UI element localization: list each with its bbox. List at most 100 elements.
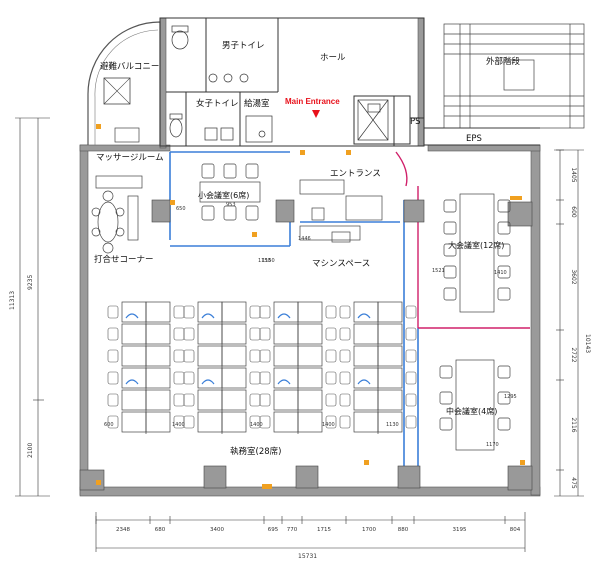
desk xyxy=(297,389,323,411)
hatch-icon xyxy=(103,77,131,105)
chair xyxy=(173,327,185,341)
dimension-lines xyxy=(15,117,584,552)
chair xyxy=(339,327,351,341)
desk xyxy=(353,389,379,411)
chair xyxy=(405,327,417,341)
chair xyxy=(173,393,185,407)
dim-left-outer: 11313 xyxy=(9,291,16,310)
chair xyxy=(339,305,351,319)
elevator-icon xyxy=(357,99,389,141)
chair xyxy=(259,415,271,429)
dim-bottom-label: 3400 xyxy=(210,527,224,533)
monitor-icon xyxy=(277,313,291,319)
chair xyxy=(173,305,185,319)
stairs-icon xyxy=(443,23,585,129)
columns xyxy=(79,199,533,491)
dim-right-outer: 10143 xyxy=(584,334,591,353)
dim-inner-label: 1170 xyxy=(486,442,499,448)
desk xyxy=(353,411,379,433)
desk xyxy=(121,301,147,323)
balcony-outline xyxy=(87,21,161,145)
dim-inner-label: 1400 xyxy=(172,422,185,428)
desk-island xyxy=(339,301,417,434)
dim-bottom-label: 1715 xyxy=(317,527,331,533)
desk xyxy=(121,411,147,433)
desk xyxy=(221,323,247,345)
label-large-meeting: 大会議室(12席) xyxy=(448,240,504,250)
chair xyxy=(325,327,337,341)
chair xyxy=(183,349,195,363)
monitor-icon xyxy=(357,313,371,319)
chair xyxy=(183,327,195,341)
chair xyxy=(249,371,261,385)
label-hall: ホール xyxy=(320,53,346,63)
dim-bottom-label: 680 xyxy=(155,527,166,533)
dim-bottom-label: 880 xyxy=(398,527,409,533)
monitor-icon xyxy=(277,379,291,385)
dim-right-label: 475 xyxy=(570,477,577,489)
monitor-icon xyxy=(201,313,215,319)
dim-bottom-label: 804 xyxy=(510,527,521,533)
chair xyxy=(405,305,417,319)
monitor-icon xyxy=(357,379,371,385)
desk xyxy=(145,389,171,411)
desk xyxy=(221,389,247,411)
dim-inner-label: 1400 xyxy=(250,422,263,428)
chair xyxy=(405,415,417,429)
chair xyxy=(107,305,119,319)
desk xyxy=(273,411,299,433)
chair xyxy=(339,415,351,429)
desk xyxy=(353,301,379,323)
dim-right-label: 600 xyxy=(570,206,577,218)
entrance-arrow-icon xyxy=(312,110,320,118)
desk xyxy=(145,323,171,345)
mid-meeting-table xyxy=(439,359,511,451)
dim-bottom-label: 770 xyxy=(287,527,298,533)
chair xyxy=(405,349,417,363)
dim-bottom-label: 3195 xyxy=(453,527,467,533)
chair xyxy=(183,415,195,429)
desk xyxy=(221,345,247,367)
dim-left-upper: 9235 xyxy=(27,275,34,290)
dim-right-label: 2722 xyxy=(570,347,577,362)
dim-inner-label: 1150 xyxy=(262,258,275,264)
chair xyxy=(173,371,185,385)
chair xyxy=(259,371,271,385)
chair xyxy=(249,305,261,319)
desk xyxy=(273,345,299,367)
label-office: 執務室(28席) xyxy=(230,446,281,457)
desk xyxy=(377,367,403,389)
dim-inner-label: 600 xyxy=(104,422,114,428)
chair xyxy=(259,393,271,407)
desk xyxy=(297,345,323,367)
dim-inner-label: 953 xyxy=(226,202,236,208)
desk xyxy=(121,345,147,367)
desk xyxy=(377,301,403,323)
chair xyxy=(339,371,351,385)
desk xyxy=(297,367,323,389)
dim-inner-label: 1150 xyxy=(258,258,271,264)
chair xyxy=(405,371,417,385)
label-ps: PS xyxy=(410,117,421,127)
chair xyxy=(259,305,271,319)
chair xyxy=(325,393,337,407)
desk-island xyxy=(183,301,261,434)
label-meeting-corner: 打合せコーナー xyxy=(94,254,154,265)
dim-inner-label: 1400 xyxy=(322,422,335,428)
desk xyxy=(197,367,223,389)
desk xyxy=(121,367,147,389)
desk xyxy=(221,367,247,389)
label-womens-toilet: 女子トイレ xyxy=(196,98,239,109)
meeting-corner-table xyxy=(91,190,139,254)
desk xyxy=(197,345,223,367)
dim-inner-label: 650 xyxy=(176,206,186,212)
desk xyxy=(353,323,379,345)
chair xyxy=(249,393,261,407)
desk xyxy=(273,367,299,389)
partition-red xyxy=(395,151,530,329)
chair xyxy=(259,349,271,363)
chair xyxy=(249,327,261,341)
